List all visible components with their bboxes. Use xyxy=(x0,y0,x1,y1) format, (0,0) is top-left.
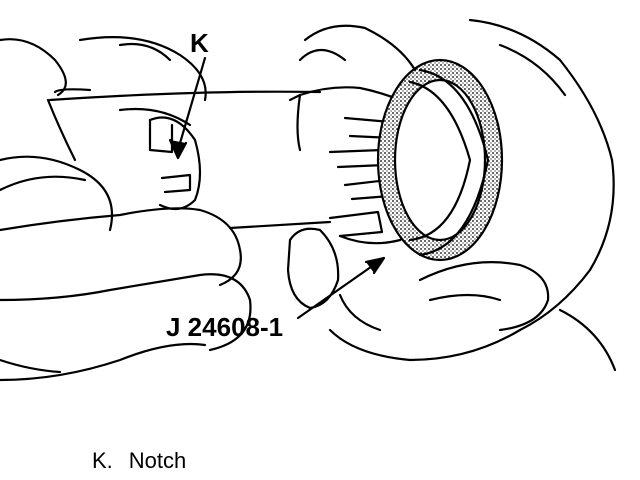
shaft xyxy=(46,88,332,230)
legend-key: K. xyxy=(92,448,113,473)
leader-tool-arrow xyxy=(296,256,386,320)
callout-k: K xyxy=(190,28,209,58)
tool-ring xyxy=(376,58,504,262)
leader-k-arrow xyxy=(168,56,207,160)
left-hand xyxy=(0,36,252,382)
notch xyxy=(118,107,202,211)
legend: K. Notch xyxy=(92,448,186,474)
right-hand xyxy=(286,18,617,372)
callout-tool-number: J 24608-1 xyxy=(166,312,284,342)
legend-text: Notch xyxy=(128,448,187,473)
